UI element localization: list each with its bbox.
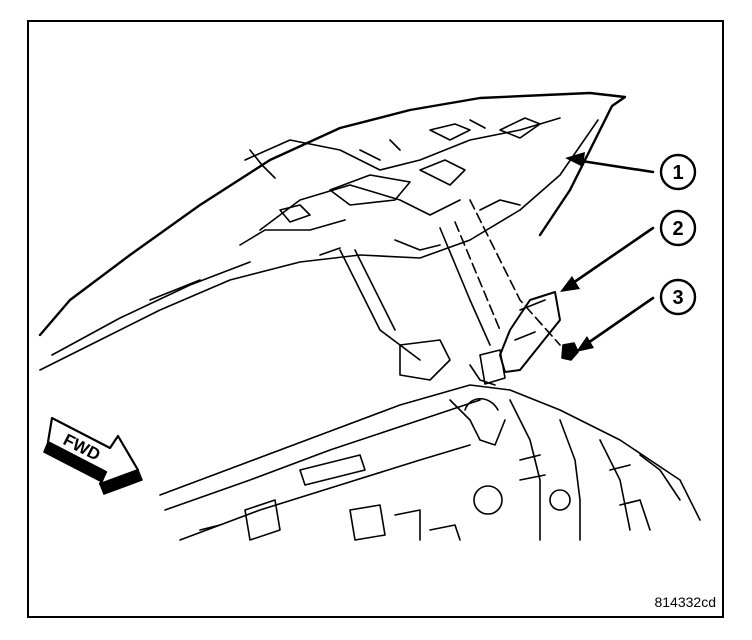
figure-code: 814332cd	[654, 594, 716, 610]
hinge-nut	[561, 342, 579, 361]
svg-text:1: 1	[672, 162, 683, 184]
body-structure	[159, 339, 701, 541]
svg-text:3: 3	[672, 287, 683, 309]
hood-hinge	[339, 199, 561, 386]
callout-3: 3	[659, 278, 697, 316]
svg-text:2: 2	[672, 218, 683, 240]
callout-2: 2	[659, 209, 697, 247]
callout-1: 1	[659, 153, 697, 191]
callout-leaders	[568, 158, 655, 347]
hood-panel	[38, 91, 627, 371]
fwd-arrow-icon: FWD	[43, 416, 143, 495]
